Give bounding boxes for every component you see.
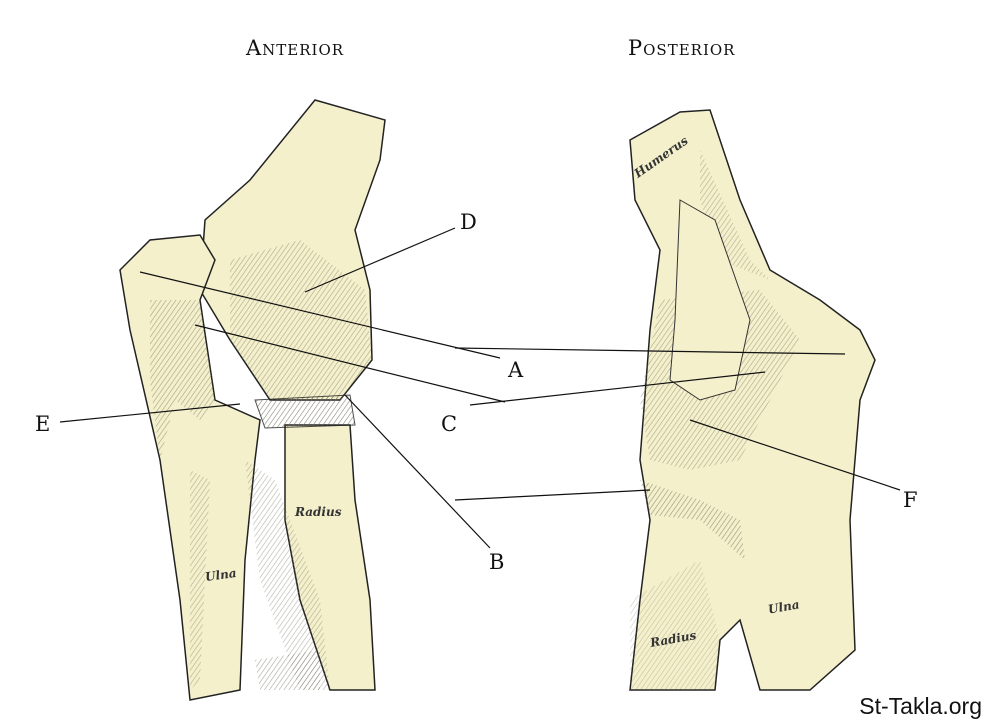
label-A: A [508,358,524,382]
leader-A-right [454,347,846,355]
leader-B-right [454,489,651,501]
label-D: D [460,210,477,234]
label-B: B [489,550,505,574]
posterior-elbow [629,109,876,691]
leader-E [59,403,241,423]
leader-lines [59,227,901,549]
leader-C-right [469,371,766,406]
title-posterior: Posterior [628,36,736,60]
anterior-elbow [119,99,386,701]
title-anterior: Anterior [246,36,345,60]
watermark: St-Takla.org [859,693,982,719]
label-C: C [441,412,458,436]
label-E: E [35,412,51,436]
bone-label-radius-anterior: Radius [295,505,342,519]
leader-F [689,419,901,491]
leader-A-left [139,271,501,359]
leader-C-left [194,324,506,403]
leader-D [304,227,456,293]
label-F: F [903,488,918,512]
leader-B-left [344,394,491,549]
